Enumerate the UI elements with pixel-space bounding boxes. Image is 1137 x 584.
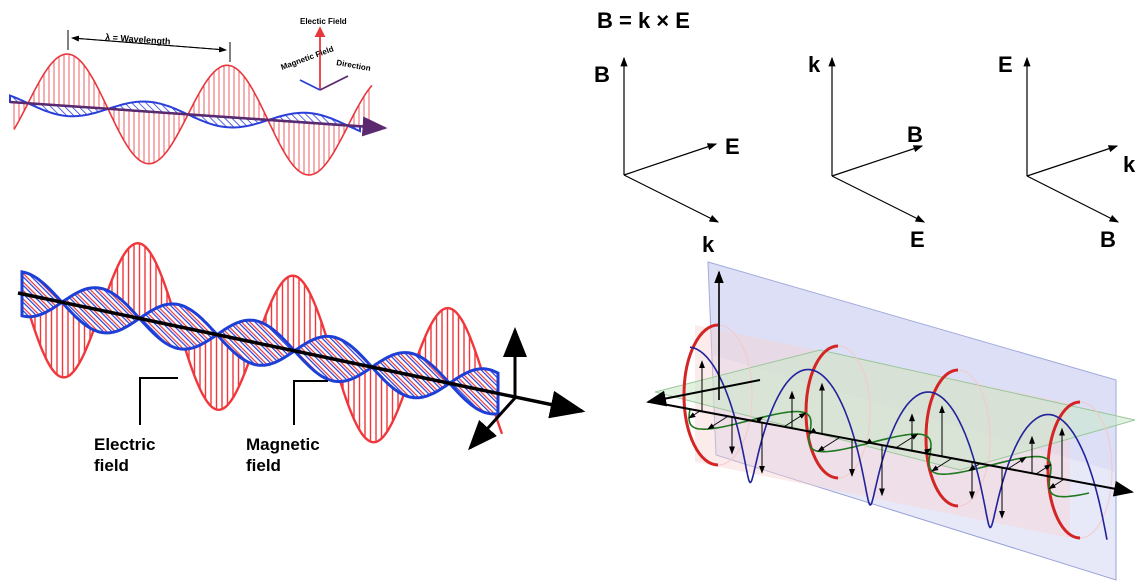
- triad-2-up-label: k: [808, 52, 821, 77]
- electric-field-label-line2: field: [94, 456, 129, 475]
- panel-4-3d-wave: [646, 261, 1136, 581]
- magnetic-field-label: Magnetic Field: [280, 44, 335, 71]
- triad-3: E k B: [998, 52, 1136, 252]
- triad-1-down-label: k: [702, 232, 715, 257]
- propagation-axis: [9, 100, 388, 137]
- propagation-axis-back: [646, 379, 761, 407]
- cylinder-ring-front: [924, 368, 959, 508]
- triad-3-down-label: B: [1100, 227, 1116, 252]
- magnetic-field-vector: [1007, 456, 1027, 470]
- propagation-axis: [651, 401, 1134, 497]
- axis-triad: [467, 327, 527, 451]
- magnetic-field-vector: [1048, 478, 1065, 490]
- direction-label: Direction: [336, 58, 372, 73]
- magnetic-field-vector: [817, 436, 841, 452]
- electric-wave-curve: [13, 53, 373, 176]
- magnetic-callout-line: [293, 380, 328, 425]
- magnetic-field-vector: [783, 412, 807, 428]
- field-direction-legend: Electic Field Magnetic Field Direction: [280, 17, 372, 91]
- triad-1: B E k: [594, 56, 740, 257]
- triad-2-right-label: B: [907, 122, 923, 147]
- magnetic-field-label-line2: field: [246, 456, 281, 475]
- magnetic-field-vector: [968, 463, 981, 471]
- electric-field-wave: [13, 53, 373, 176]
- magnetic-field-vector: [707, 415, 729, 430]
- triad-3-up-label: E: [998, 52, 1013, 77]
- wavelength-label: λ = Wavelength: [105, 32, 171, 47]
- triad-1-right-label: E: [725, 134, 740, 159]
- electric-callout-line: [139, 377, 178, 425]
- wavelength-bracket: λ = Wavelength: [67, 30, 231, 62]
- magnetic-field-vector: [688, 410, 701, 419]
- panel-3-cross-product-triads: B = k × E B E k k B E E k B: [594, 8, 1136, 257]
- panel-2-wave-diagram: Electric field Magnetic field: [17, 241, 586, 475]
- electric-field-label-line1: Electric: [94, 435, 155, 454]
- propagation-axis: [17, 291, 586, 419]
- magnetic-field-vector: [895, 433, 919, 449]
- triad-1-up-label: B: [594, 62, 610, 87]
- electric-field-vectors: [689, 346, 1108, 540]
- cylinder-ring-front: [804, 344, 839, 480]
- triad-2: k B E: [808, 52, 926, 252]
- magnetic-field-label-line1: Magnetic: [246, 435, 320, 454]
- magnetic-field-vector: [1035, 464, 1052, 475]
- triad-3-right-label: k: [1123, 152, 1136, 177]
- equation: B = k × E: [597, 8, 690, 33]
- electric-field-label: Electic Field: [300, 17, 347, 26]
- triad-2-down-label: E: [910, 227, 925, 252]
- panel-1-wave-diagram: λ = Wavelength Electic Field Magnetic Fi…: [9, 17, 388, 176]
- magnetic-field-vector: [931, 457, 953, 472]
- magnetic-plane: [654, 349, 1136, 471]
